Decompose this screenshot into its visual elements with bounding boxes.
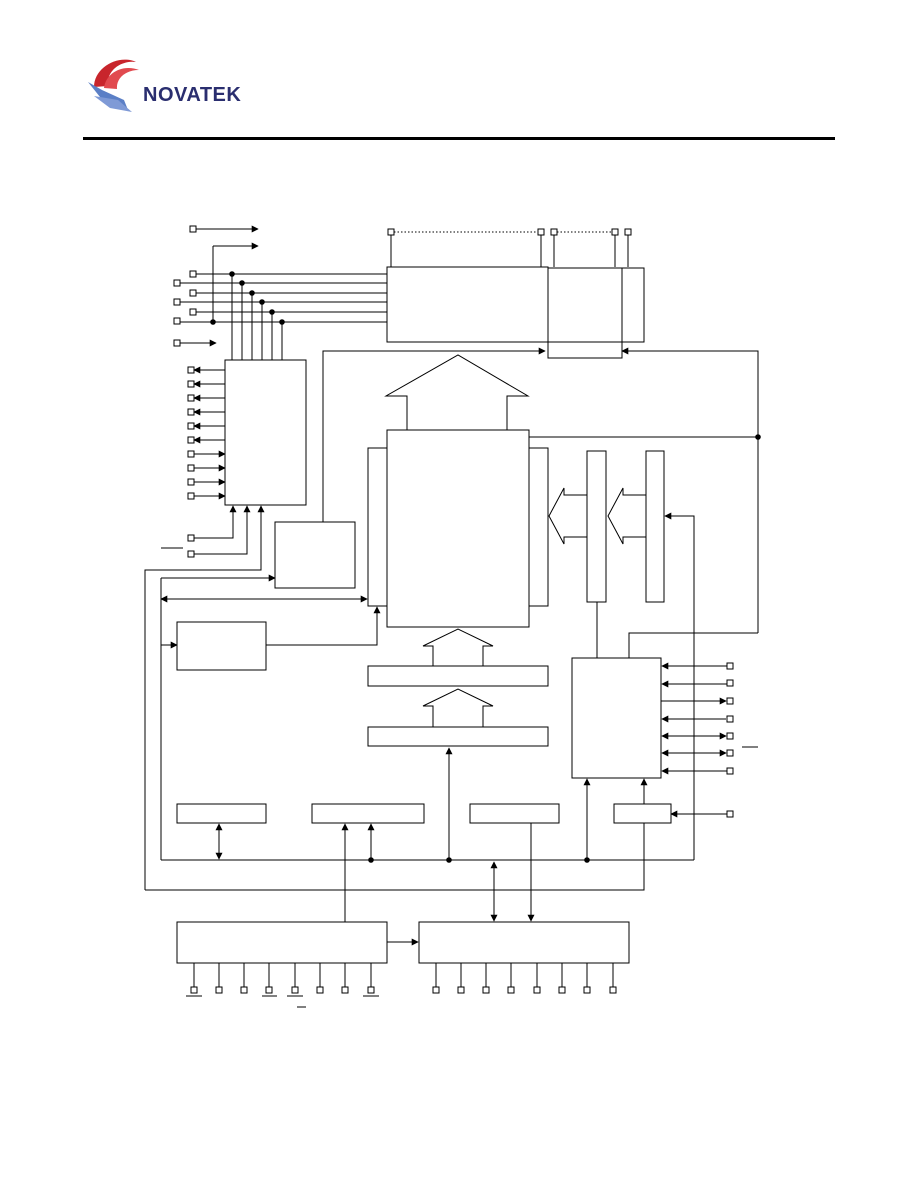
port-latch-block <box>176 803 267 824</box>
display-data-latch <box>367 665 549 687</box>
novatek-logo <box>84 52 254 122</box>
bottom-right-pins <box>432 963 617 994</box>
address-register <box>586 450 607 603</box>
bottom-left-pins <box>186 963 379 1008</box>
top-left-input-pins <box>173 225 387 360</box>
ram-block <box>386 429 530 628</box>
junction-dots <box>210 271 761 863</box>
instruction-decoder <box>367 726 549 747</box>
bus-arrow-up-top <box>384 354 530 430</box>
timing-generator-block <box>176 621 267 671</box>
bus-arrow-left-2 <box>607 487 647 545</box>
clock-block <box>469 803 560 824</box>
reset-block <box>613 803 672 824</box>
port-control-block <box>224 359 307 506</box>
bus-arrow-left-1 <box>548 487 588 545</box>
register-block <box>274 521 356 589</box>
top-output-pins <box>387 228 632 267</box>
brand-name: NOVATEK <box>143 84 242 106</box>
interface-control-block <box>571 657 662 779</box>
segment-driver-block <box>386 266 549 343</box>
right-interface-pins <box>661 662 758 818</box>
common-driver-block <box>547 267 645 343</box>
header-rule <box>83 137 835 140</box>
bus-arrow-up-mid <box>422 628 494 666</box>
cpu-block <box>176 921 388 964</box>
left-port-pins <box>144 366 265 890</box>
rom-block <box>418 921 630 964</box>
timer-block <box>311 803 425 824</box>
address-counter <box>645 450 665 603</box>
bus-arrow-up-low <box>422 688 494 727</box>
latch-block <box>547 341 623 359</box>
